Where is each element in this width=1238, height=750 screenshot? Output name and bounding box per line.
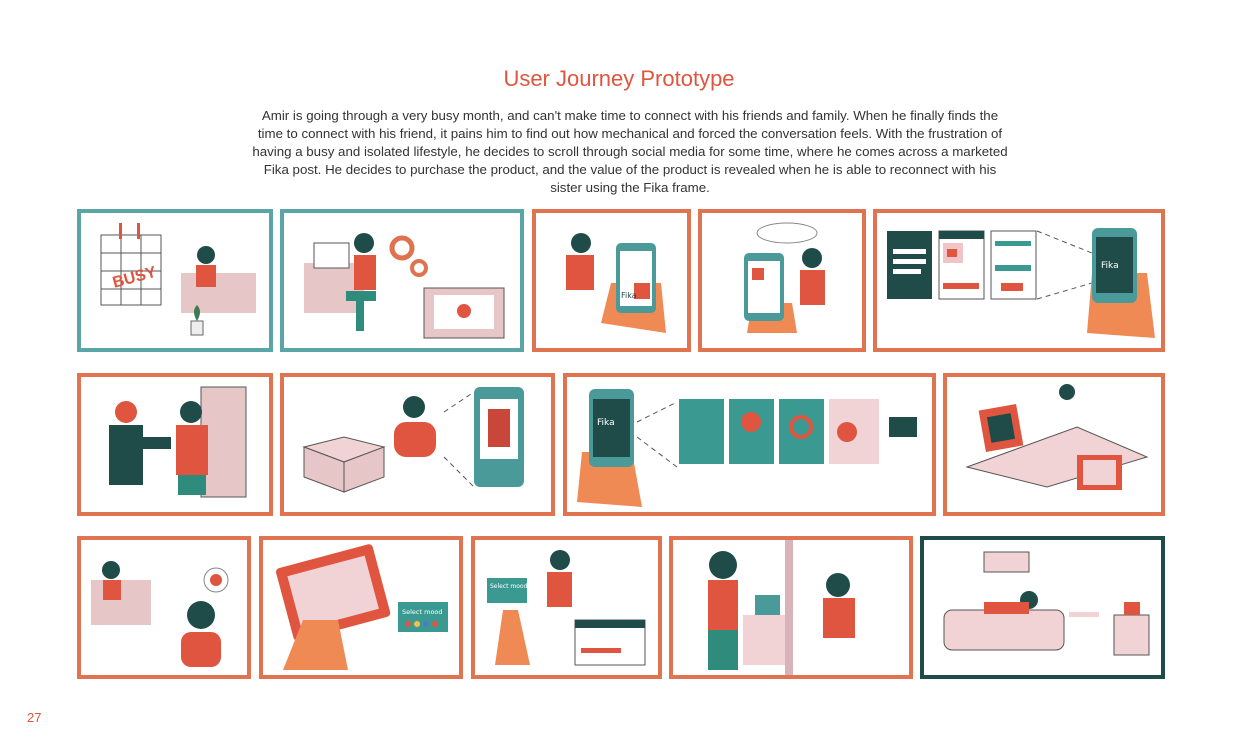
storyboard-panel-checkout: Fika [873,209,1165,352]
unboxing-scan-illustration [302,387,524,493]
storyboard-panel-send-message: Select mood [471,536,662,679]
frame-select-mood-illustration: Select mood [276,544,448,670]
working-at-desk-illustration [304,233,505,339]
storyboard-panel-thinking [77,536,251,679]
fika-onboarding-label: Fika [597,418,615,428]
sister-receives-illustration [708,540,855,675]
page-number: 27 [27,710,42,725]
browsing-post-illustration [744,222,825,333]
storyboard-panel-social-media: Fika [532,209,691,352]
storyboard-panel-unboxing [280,373,555,516]
busy-calendar-illustration: BUSY [100,223,256,336]
storyboard-panel-delivery [77,373,273,516]
select-mood-label: Select mood [402,608,443,616]
delivery-illustration [109,386,247,498]
relaxing-at-home-illustration [943,551,1150,656]
frame-setup-illustration [965,384,1149,490]
fika-post-label: Fika [621,291,637,300]
fika-app-label: Fika [1101,261,1119,271]
page-title: User Journey Prototype [503,66,735,91]
thinking-of-sister-illustration [91,561,229,667]
storyboard-panel-sister [669,536,913,679]
storyboard-panel-frame-mood: Select mood [259,536,463,679]
storyboard-panel-frame-setup [943,373,1165,516]
storyboard-panel-relaxing [920,536,1165,679]
storyboard-panel-onboarding: Fika [563,373,936,516]
send-message-illustration: Select mood [487,550,646,666]
social-media-phone-illustration: Fika [566,233,666,333]
storyboard-panel-browsing [698,209,866,352]
select-mood-label-2: Select mood [490,583,528,590]
checkout-screens-illustration: Fika [887,228,1155,338]
intro-paragraph: Amir is going through a very busy month,… [252,108,1008,195]
app-onboarding-illustration: Fika [577,389,917,507]
storyboard-panel-busy: BUSY [77,209,273,352]
storyboard-panel-working [280,209,524,352]
